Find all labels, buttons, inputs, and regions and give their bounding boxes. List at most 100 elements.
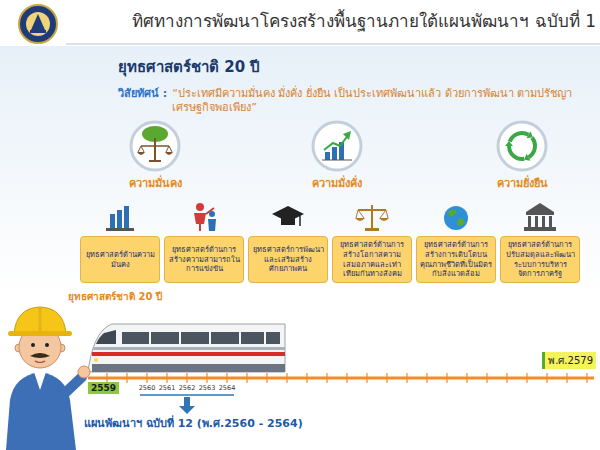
justice-scales-icon [358,210,364,218]
train-illustration [96,330,116,344]
timeline-axis [88,373,594,383]
government-building-icon [526,212,554,215]
year-label: 2563 [199,384,216,392]
engineer-figure [6,372,76,450]
government-building-icon [542,216,545,227]
tree-scales-icon [137,152,145,155]
competition-icon [196,203,204,211]
pillar-circle [131,122,179,170]
train-illustration [264,332,266,344]
plan-bracket-arrow [140,395,234,414]
government-building-icon [549,216,552,227]
node-text: พ.ศ.2579 [548,353,593,368]
graduation-cap-icon [272,206,304,226]
pillar-circle: ความมั่งคั่ง [277,122,397,192]
emblem-logo [31,14,45,30]
end-year-marker: พ.ศ.2579 [542,352,596,369]
pillar-circle [498,122,546,170]
government-building-icon [535,216,538,227]
engineer-figure [78,366,90,378]
growth-chart-icon [322,160,352,161]
node-text: 2559 [91,383,116,393]
background-panel [0,46,600,294]
recycle-icon [529,138,536,158]
pillar-circle [131,122,546,170]
train-illustration [122,332,280,344]
tree-scales-icon [138,146,141,152]
train-illustration [149,332,151,344]
page-title: ทิศทางการพัฒนาโครงสร้างพื้นฐานภายใต้แผนพ… [132,10,596,32]
engineer-figure [34,372,46,390]
timeline-axis [88,377,594,380]
emblem-logo [26,12,50,36]
competition-icon [194,213,206,231]
node-text: ยุทธศาสตร์ด้านการปรับสมดุลและพัฒนาระบบกา… [504,240,576,279]
tree-scales-icon [141,145,169,147]
vision-label: วิสัยทัศน์ : [118,87,167,101]
background-panel [0,44,600,294]
background-panel [66,44,600,45]
strategy-box: ยุทธศาสตร์ด้านการสร้างความสามารถในการแข่… [164,236,244,283]
tree-scales-icon [149,160,161,162]
year-label: 2564 [219,384,236,392]
tree-scales-icon [154,138,156,160]
recycle-icon [509,146,524,159]
growth-chart-icon [324,134,349,150]
tree-scales-icon [166,146,169,152]
security-icon [106,228,134,231]
globe-icon [448,210,457,217]
engineer-figure [35,361,45,363]
engineer-figure [30,353,50,358]
competition-icon [209,211,215,217]
recycle-icon [527,131,533,138]
recycle-icon [505,131,535,161]
emblem-logo [30,30,46,33]
section-heading: ยุทธศาสตร์ชาติ 20 ปี [118,58,260,77]
justice-scales-icon [386,210,388,218]
globe-icon [457,219,465,226]
government-building-icon [524,227,556,231]
node-text: ยุทธศาสตร์ด้านการสร้างความสามารถในการแข่… [168,245,240,274]
justice-scales-icon [380,210,386,218]
government-building-icon [528,216,531,227]
plan-caption: แผนพัฒนาฯ ฉบับที่ 12 (พ.ศ.2560 - 2564) [84,417,303,431]
recycle-icon [524,154,530,161]
train-illustration [92,352,285,356]
node-text: ยุทธศาสตร์การพัฒนาและเสริมสร้างศักยภาพคน [252,245,324,274]
security-icon [106,206,134,231]
justice-scales-icon [358,209,386,211]
node-text: ยุทธศาสตร์ด้านการสร้างโอกาสความเสมอภาคแล… [336,240,408,279]
engineer-figure [31,343,35,347]
tree-scales-icon [137,126,173,162]
globe-icon [444,206,468,230]
globe-icon [444,206,468,230]
pillar-circle: ความยั่งยืน [462,122,582,192]
node-text: ความมั่งคั่ง [277,174,397,192]
year-label: 2561 [159,384,176,392]
train-illustration [179,332,181,344]
government-building-icon [524,203,556,231]
justice-scales-icon [379,218,389,221]
recycle-icon [510,133,529,142]
growth-chart-icon [322,131,352,160]
strategy-box: ยุทธศาสตร์ด้านการปรับสมดุลและพัฒนาระบบกา… [500,236,580,283]
strategy-box: ยุทธศาสตร์การพัฒนาและเสริมสร้างศักยภาพคน [248,236,328,283]
node-text: ความยั่งยืน [462,174,582,192]
plan-bracket-arrow [140,394,234,396]
pillar-circle: ความมั่นคง [95,122,215,192]
plan-bracket-arrow [179,397,195,414]
graduation-cap-icon [299,214,301,226]
engineer-figure [39,308,42,332]
train-illustration [88,324,285,372]
justice-scales-icon [356,210,358,218]
engineer-figure [6,307,90,450]
tree-scales-icon [141,146,144,152]
justice-scales-icon [355,218,365,221]
engineer-figure [8,331,72,336]
justice-scales-icon [355,205,389,231]
train-illustration [88,324,285,372]
strategy-box: ยุทธศาสตร์ด้านความมั่นคง [80,236,160,283]
train-illustration [239,332,241,344]
year-label: 2562 [179,384,196,392]
train-illustration [92,364,285,372]
